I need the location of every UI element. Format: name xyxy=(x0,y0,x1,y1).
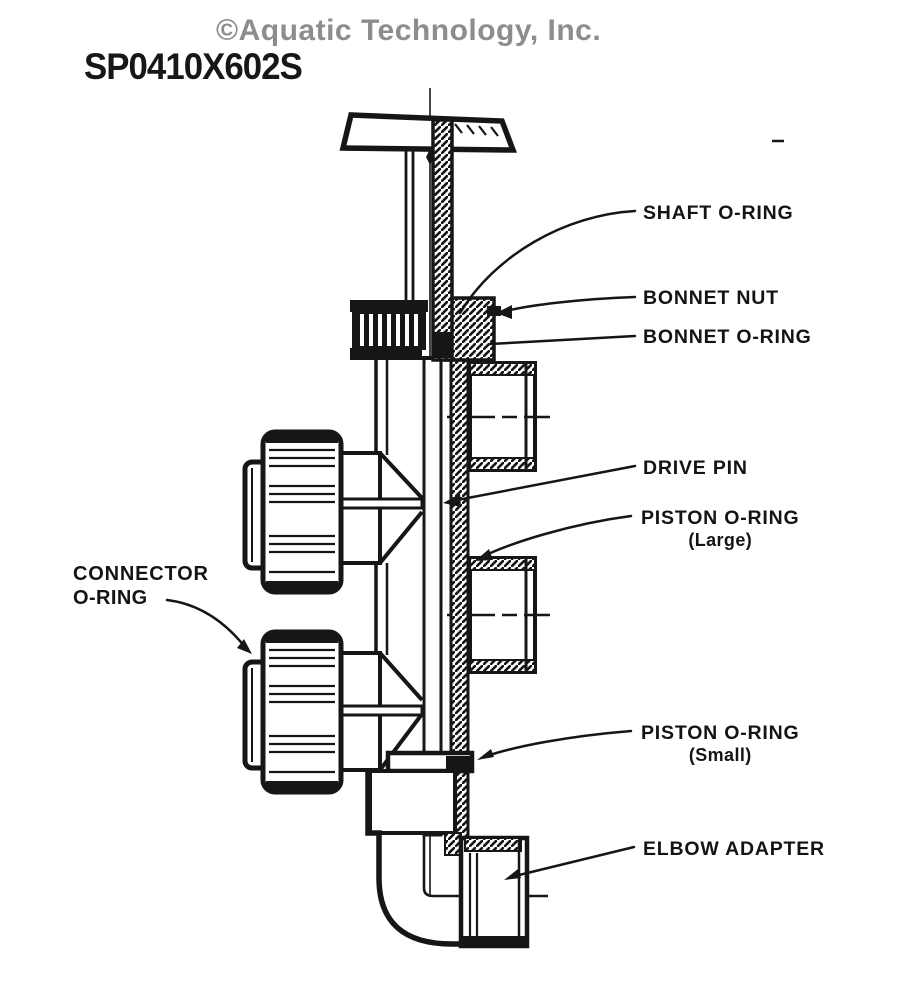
small-piston-flange xyxy=(368,750,475,835)
leader-lines xyxy=(165,209,637,878)
label-piston-oring-large-text: PISTON O-RING xyxy=(641,507,800,529)
part-number: SP0410X602S xyxy=(84,46,303,87)
label-connector-oring: CONNECTOR O-RING xyxy=(73,562,209,610)
leader-drive-pin xyxy=(450,464,637,503)
leader-bonnet-oring xyxy=(488,334,637,346)
label-bonnet-nut: BONNET NUT xyxy=(643,287,779,309)
label-drive-pin: DRIVE PIN xyxy=(643,457,748,479)
label-bonnet-oring: BONNET O-RING xyxy=(643,326,812,348)
leader-piston-oring-large xyxy=(480,514,633,559)
label-piston-oring-small-qualifier: (Small) xyxy=(688,745,752,766)
label-piston-oring-small-text: PISTON O-RING xyxy=(641,722,800,744)
leader-arrowheads xyxy=(237,305,521,880)
t-handle xyxy=(339,112,518,153)
lower-connector xyxy=(242,629,344,795)
label-piston-oring-small: PISTON O-RING (Small) xyxy=(641,722,799,767)
leader-connector-oring xyxy=(165,598,247,649)
bonnet-assembly xyxy=(350,296,501,362)
elbow xyxy=(365,771,548,949)
elbow-adapter-part xyxy=(458,835,530,949)
upper-connector xyxy=(242,429,344,595)
leader-bonnet-nut xyxy=(504,295,637,313)
label-connector-line2: O-RING xyxy=(73,587,148,609)
leader-shaft-oring xyxy=(458,209,637,315)
label-connector-line1: CONNECTOR xyxy=(73,563,209,585)
leader-elbow-adapter xyxy=(513,845,636,878)
copyright-title: ©Aquatic Technology, Inc. xyxy=(216,14,602,47)
lower-port xyxy=(447,556,557,674)
label-piston-oring-large: PISTON O-RING (Large) xyxy=(641,507,799,552)
label-elbow-adapter: ELBOW ADAPTER xyxy=(643,838,825,860)
leader-piston-oring-small xyxy=(482,729,633,759)
handle-assembly xyxy=(339,112,518,362)
valve-shaft xyxy=(431,118,454,362)
upper-port xyxy=(447,361,557,472)
label-shaft-oring: SHAFT O-RING xyxy=(643,202,794,224)
label-piston-oring-large-qualifier: (Large) xyxy=(688,530,753,551)
